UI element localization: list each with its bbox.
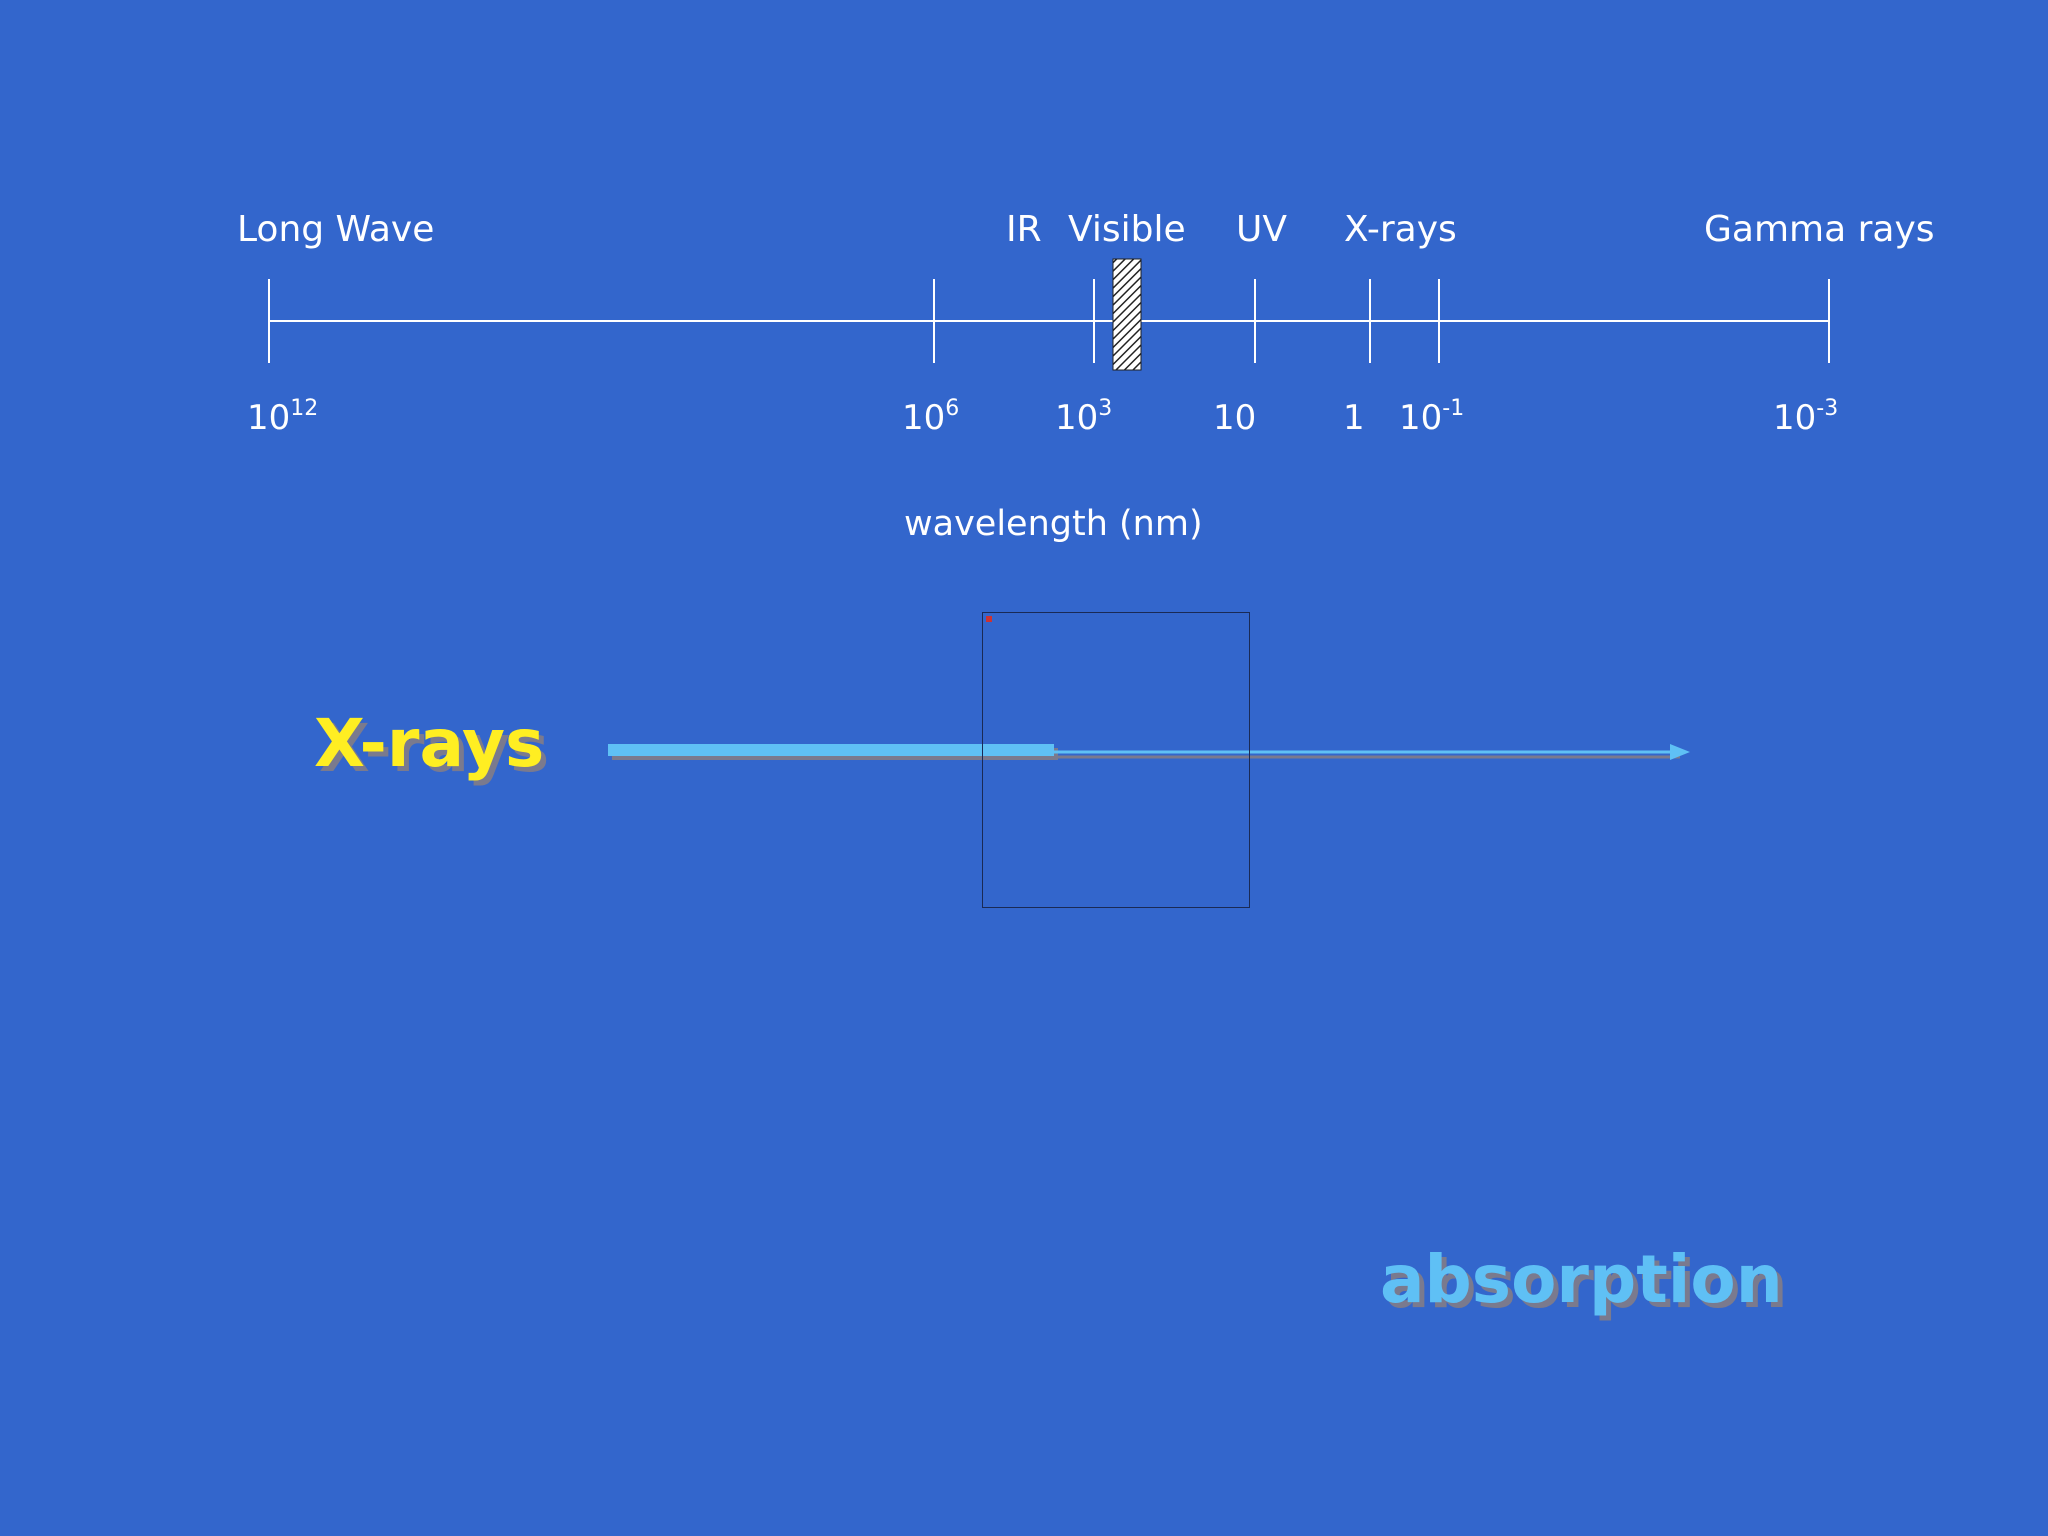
tick-exponent: 6 bbox=[945, 396, 960, 421]
tick-base: 10 bbox=[1399, 398, 1443, 438]
tick-exponent: 12 bbox=[290, 396, 319, 421]
band-label-long-wave: Long Wave bbox=[237, 209, 435, 250]
tick-base: 10 bbox=[1055, 398, 1099, 438]
tick-exponent: 3 bbox=[1098, 396, 1113, 421]
beam-arrowhead bbox=[1670, 744, 1690, 760]
band-label-uv: UV bbox=[1236, 209, 1287, 250]
axis-title: wavelength (nm) bbox=[904, 504, 1203, 544]
tick-label-1: 1 bbox=[1343, 398, 1365, 438]
tick-exponent: -3 bbox=[1816, 396, 1839, 421]
band-label-visible: Visible bbox=[1068, 209, 1186, 250]
tick-base: 10 bbox=[247, 398, 291, 438]
tick-label-1e-3: 10-3 bbox=[1773, 396, 1839, 439]
broken-image-icon bbox=[986, 616, 992, 622]
tick-label-1e3: 103 bbox=[1055, 396, 1113, 439]
tick-base: 10 bbox=[902, 398, 946, 438]
tick-base: 10 bbox=[1213, 398, 1257, 438]
band-label-gamma-rays: Gamma rays bbox=[1704, 209, 1935, 250]
tick-base: 10 bbox=[1773, 398, 1817, 438]
tick-label-1e-1: 10-1 bbox=[1399, 396, 1465, 439]
absorption-label: absorption bbox=[1380, 1241, 1783, 1318]
media-placeholder bbox=[982, 612, 1250, 908]
visible-band-marker bbox=[1112, 258, 1142, 371]
tick-label-1e6: 106 bbox=[902, 396, 960, 439]
tick-label-1e12: 1012 bbox=[247, 396, 319, 439]
band-label-x-rays: X-rays bbox=[1344, 209, 1457, 250]
tick-exponent: -1 bbox=[1442, 396, 1465, 421]
xray-label: X-rays bbox=[314, 705, 545, 782]
tick-base: 1 bbox=[1343, 398, 1365, 438]
beam-thick bbox=[608, 744, 1054, 756]
band-label-ir: IR bbox=[1006, 209, 1042, 250]
tick-label-10: 10 bbox=[1213, 398, 1256, 438]
